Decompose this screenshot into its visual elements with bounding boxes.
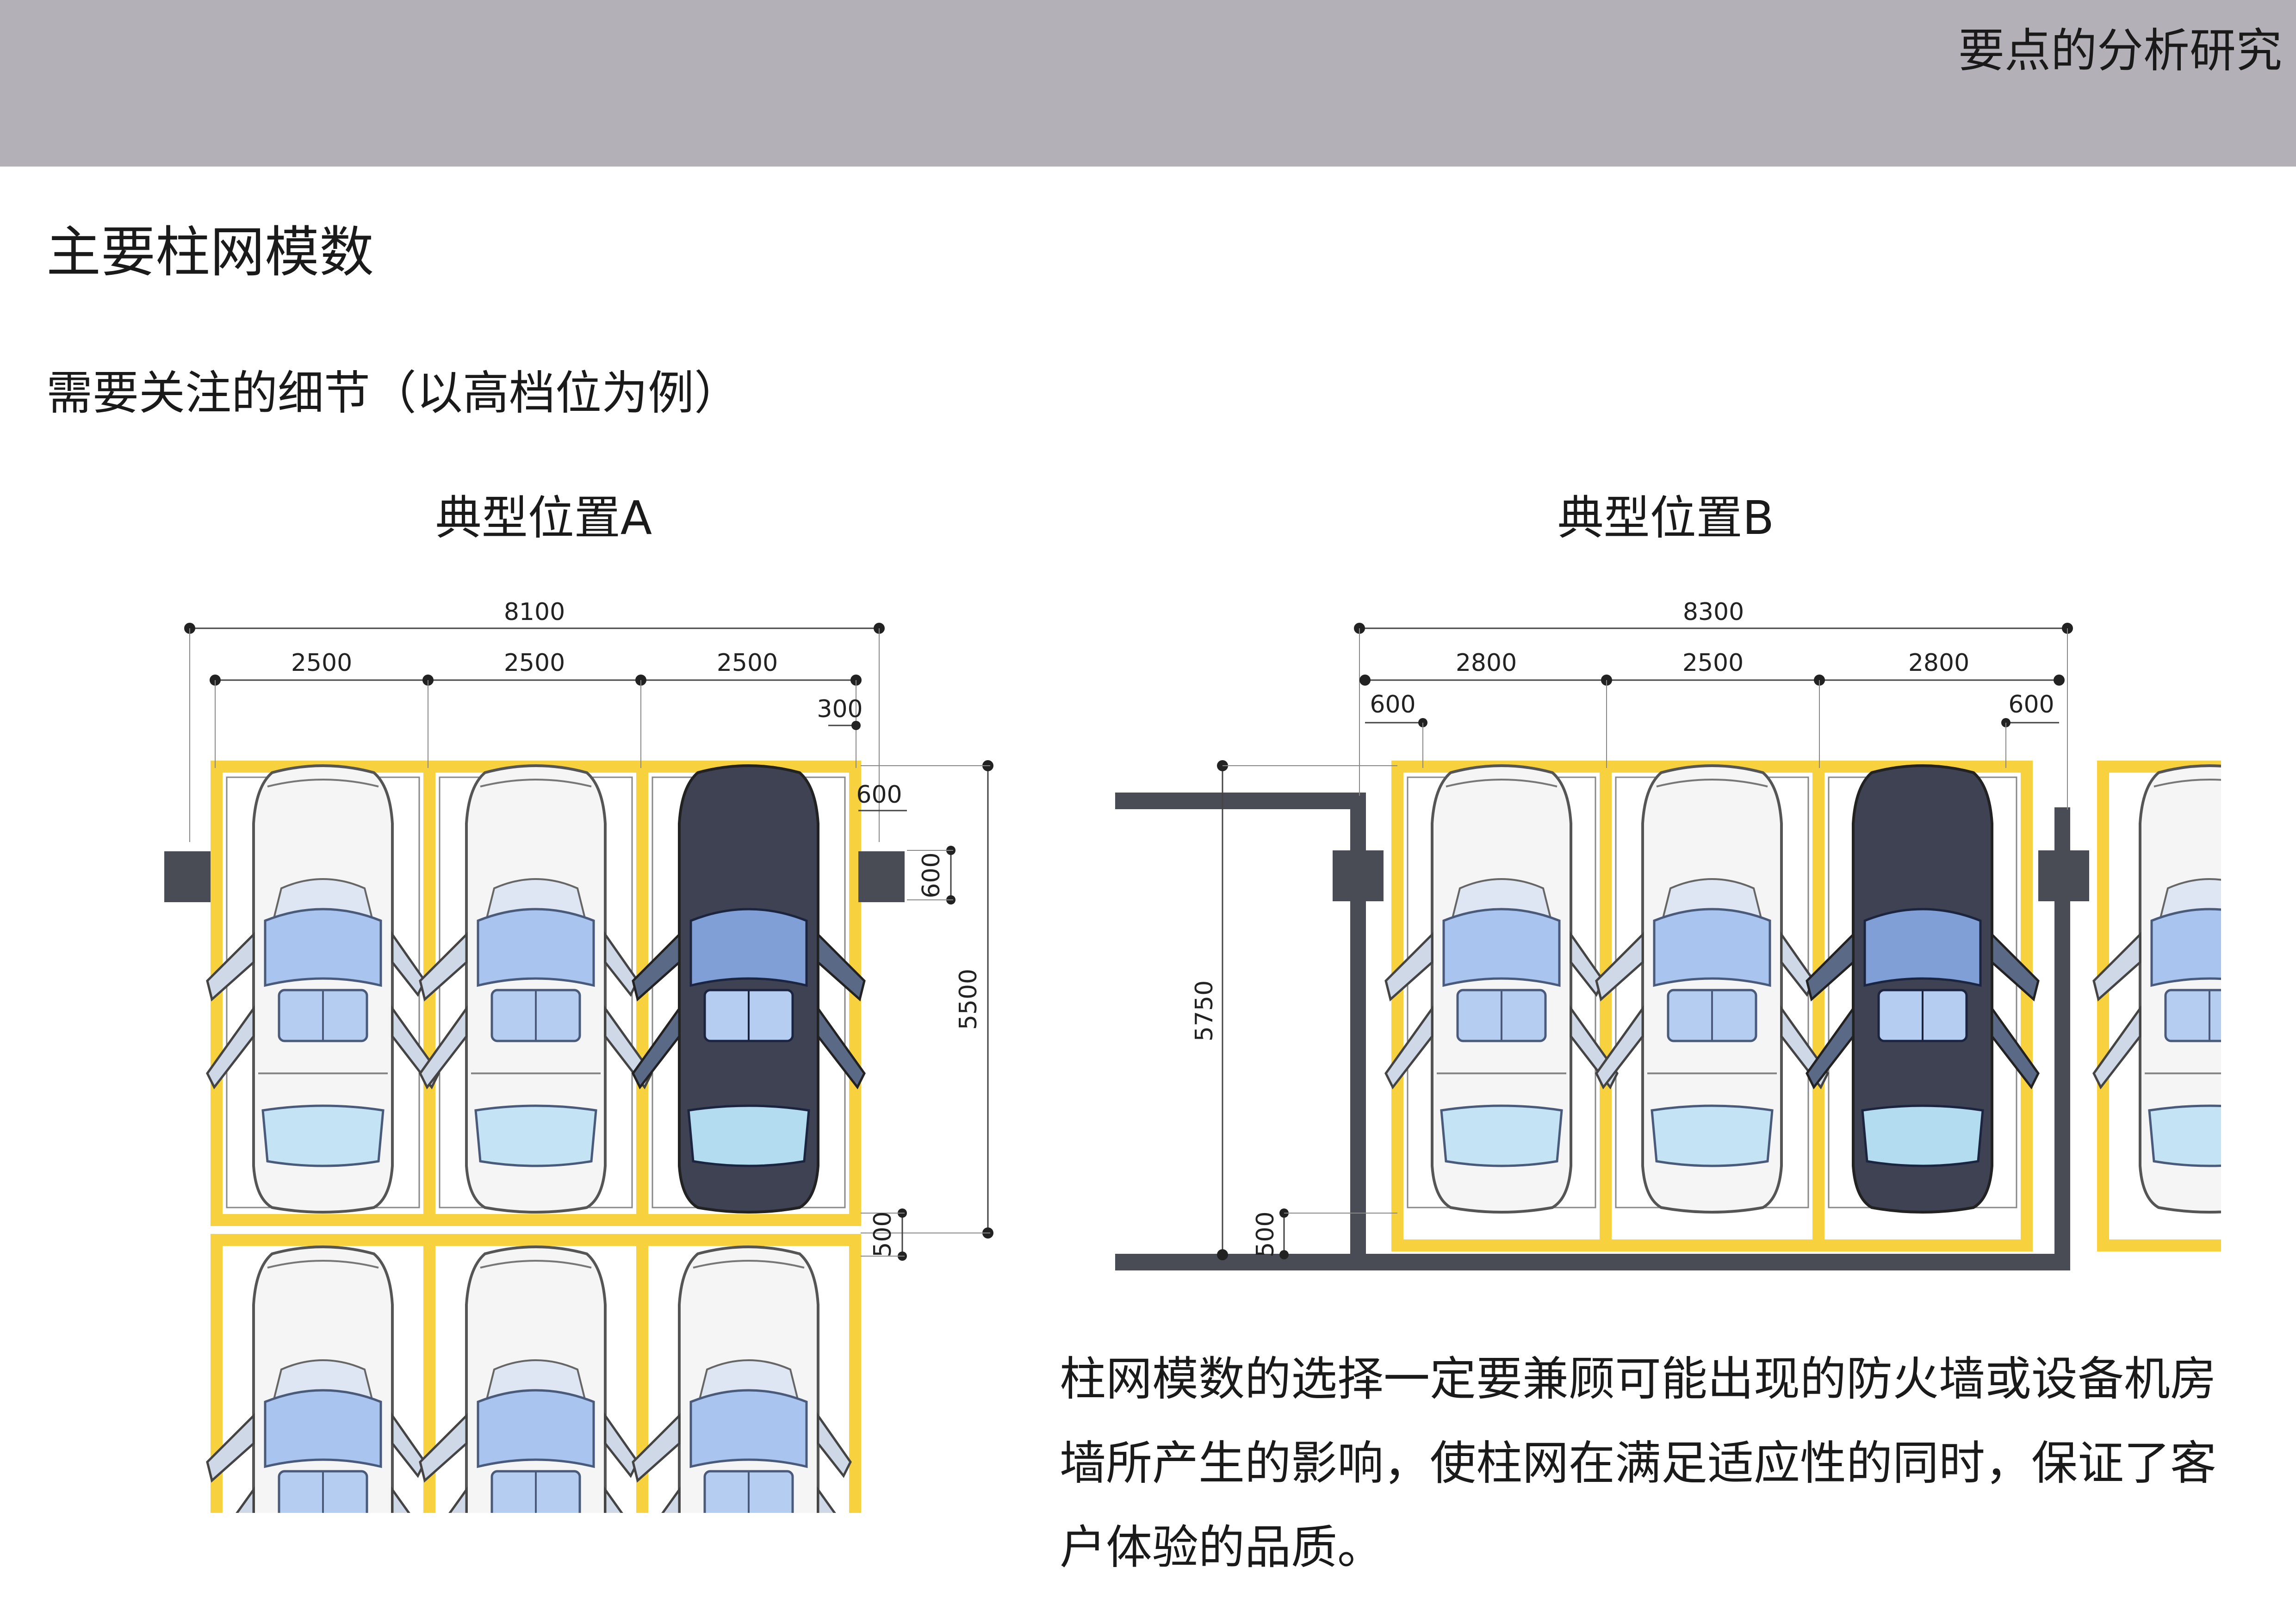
- page-subtitle: 需要关注的细节（以高档位为例）: [46, 366, 740, 420]
- dim-b-wall: 500: [1252, 1211, 1279, 1257]
- diagram-a: 8100 2500 2500 2500 300 600 600: [164, 598, 993, 1513]
- dim-b-depth: 5750: [1191, 980, 1218, 1041]
- dim-b-offset-left: 600: [1370, 691, 1415, 719]
- dim-b-offset-right: 600: [2008, 691, 2054, 719]
- dim-a-bay-3: 2500: [717, 649, 778, 677]
- column-a-right: [858, 851, 905, 902]
- stall-frames-a: [207, 761, 864, 1513]
- dim-b-total: 8300: [1683, 598, 1744, 626]
- dim-a-wall: 500: [869, 1211, 897, 1257]
- header-title: 要点的分析研究: [1958, 24, 2282, 78]
- dim-a-depth: 5500: [955, 969, 982, 1030]
- dim-b-bay-2: 2500: [1682, 649, 1744, 677]
- dim-b-bay-3: 2800: [1908, 649, 1969, 677]
- description-text: 柱网模数的选择一定要兼顾可能出现的防火墙或设备机房墙所产生的影响，使柱网在满足适…: [1060, 1352, 2216, 1574]
- wall-b-top-left: [1115, 793, 1365, 809]
- diagram-b: 8300 2800 2500 2800 600 600 5750: [1115, 598, 2221, 1270]
- dim-a-column-w: 600: [856, 781, 902, 809]
- stall-frames-b: [1386, 761, 2221, 1251]
- dim-a-total: 8100: [504, 598, 565, 626]
- dim-a-column-d: 600: [918, 852, 945, 898]
- dim-b-bay-1: 2800: [1456, 649, 1517, 677]
- dim-a-bay-1: 2500: [291, 649, 352, 677]
- column-b-left: [1333, 850, 1384, 901]
- dim-a-bay-2: 2500: [504, 649, 565, 677]
- wall-b-bottom: [1115, 1254, 2068, 1270]
- dim-a-offset: 300: [817, 695, 863, 723]
- column-b-right: [2038, 850, 2089, 901]
- caption-location-a: 典型位置A: [435, 491, 652, 545]
- dimensions-b: 8300 2800 2500 2800 600 600 5750: [1191, 598, 2073, 1260]
- caption-location-b: 典型位置B: [1557, 491, 1775, 545]
- dimensions-a: 8100 2500 2500 2500 300 600 600: [184, 598, 993, 1261]
- header-band: [0, 0, 2296, 167]
- page-title: 主要柱网模数: [46, 220, 374, 284]
- column-a-left: [164, 851, 211, 902]
